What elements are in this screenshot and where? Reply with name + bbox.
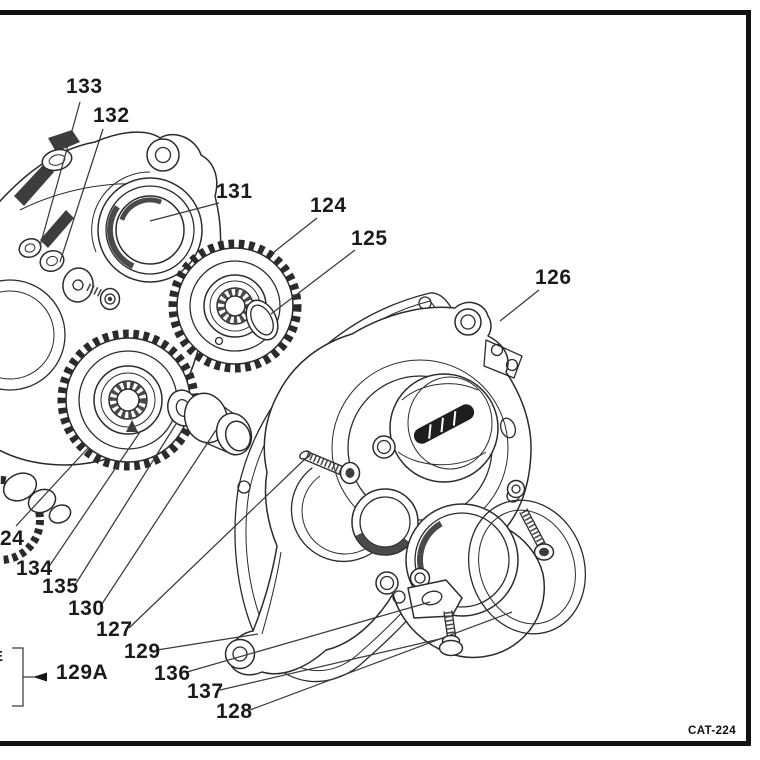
leader-line-137	[219, 637, 445, 691]
leader-line-127	[128, 457, 307, 629]
leader-line-136	[186, 601, 431, 673]
part-label-126: 126	[535, 266, 572, 289]
leader-line-124	[273, 217, 318, 253]
crankcase-half	[0, 130, 222, 564]
leader-line-128	[249, 611, 513, 711]
part-label-124: 124	[310, 194, 347, 217]
left-bearing-opening	[0, 279, 66, 391]
leader-line-130	[99, 429, 217, 608]
part-label-128: 128	[216, 700, 253, 723]
hex-bolt	[438, 610, 464, 657]
oil-seal-boss	[351, 488, 419, 556]
crankshaft-bearing	[97, 177, 203, 283]
leader-line-126	[499, 289, 540, 322]
leader-line-131	[149, 202, 220, 222]
part-label-131: 131	[216, 180, 253, 203]
part-label-129A: 129A	[56, 661, 109, 684]
leader-line-129	[156, 633, 259, 651]
leader-line-134	[47, 431, 141, 569]
left-arrow-icon	[33, 672, 47, 682]
flat-washer	[39, 249, 65, 273]
stud-bolt	[299, 450, 361, 485]
page-frame	[0, 10, 751, 746]
direction-marker	[126, 420, 138, 432]
leader-line-133	[39, 101, 81, 247]
leader-lines	[15, 101, 540, 711]
leader-line-24	[15, 447, 89, 527]
foot-bracket	[407, 579, 463, 619]
shaft-spacer-stack	[0, 472, 72, 564]
part-label-127: 127	[96, 618, 133, 641]
o-ring-seal	[467, 499, 587, 635]
oval-boss	[41, 148, 73, 172]
note-bracket	[12, 647, 24, 707]
leader-line-132	[59, 128, 104, 263]
part-label-135: 135	[42, 575, 79, 598]
part-label-24: 24	[0, 527, 25, 550]
mounting-foot	[224, 638, 256, 670]
grommet-ring	[506, 479, 526, 499]
brand-logo-stripe	[413, 404, 475, 444]
part-label-136: 136	[154, 662, 191, 685]
callout-129A-group	[12, 647, 47, 707]
hex-bolt	[519, 508, 555, 561]
part-label-125: 125	[351, 227, 388, 250]
part-label-137: 137	[187, 680, 224, 703]
part-label-132: 132	[93, 104, 130, 127]
cover-bracket	[483, 339, 523, 379]
cooling-fins	[14, 130, 80, 248]
part-label-130: 130	[68, 597, 105, 620]
spacer-collar	[183, 392, 253, 456]
part-label-133: 133	[66, 75, 103, 98]
leader-line-125	[270, 249, 356, 315]
part-label-134: 134	[16, 557, 53, 580]
leader-line-135	[74, 423, 177, 586]
socket-head-bolt	[86, 283, 121, 311]
top-lug	[146, 138, 180, 172]
figure-code: CAT-224	[688, 725, 736, 737]
needle-bushing	[245, 299, 279, 341]
note-fragment: E	[0, 648, 3, 665]
part-label-129: 129	[124, 640, 161, 663]
